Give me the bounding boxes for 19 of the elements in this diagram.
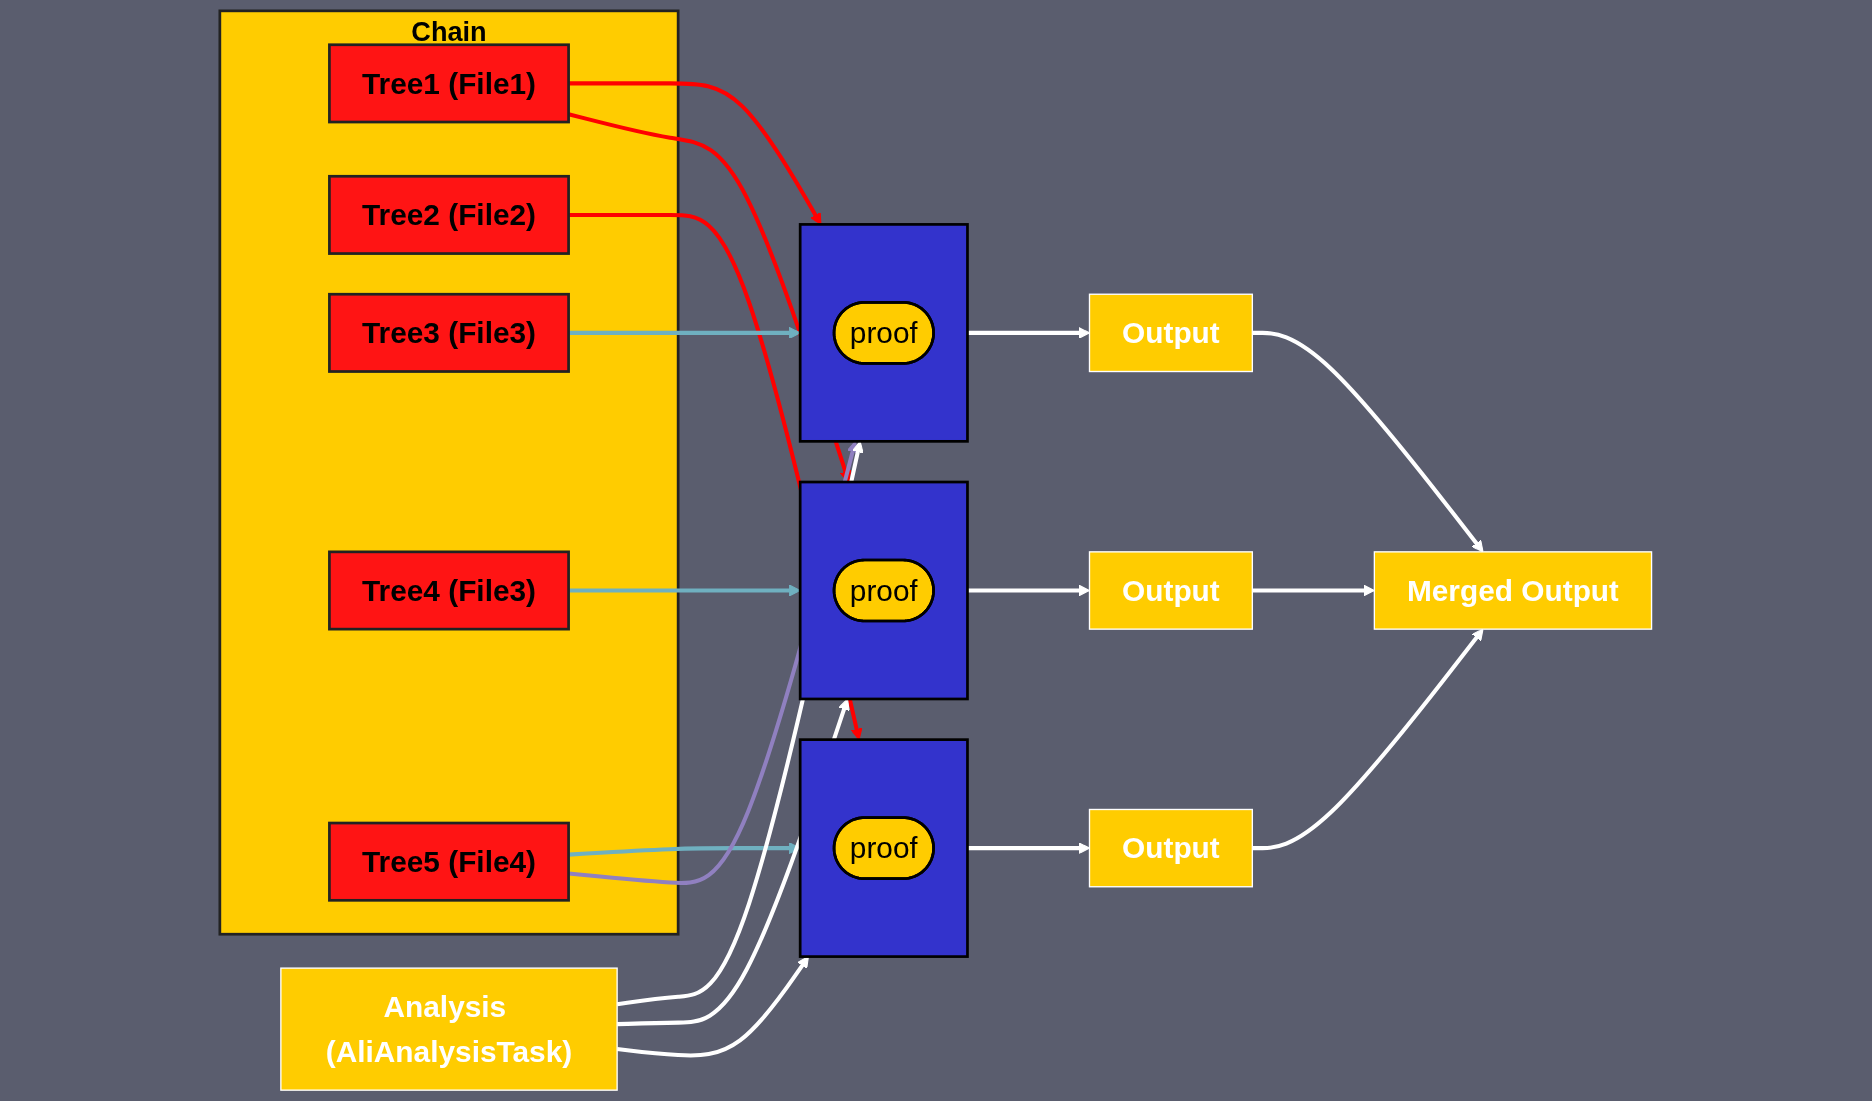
node-box: Tree5 (File4) (328, 821, 571, 902)
node-box: Tree1 (File1) (328, 43, 571, 124)
node-box: Tree2 (File2) (328, 174, 571, 255)
node-box: Tree4 (File3) (328, 550, 571, 631)
cluster (799, 480, 970, 701)
arrow (568, 326, 801, 339)
cluster (799, 738, 970, 958)
node-box: Tree3 (File3) (328, 292, 571, 373)
arrow (1252, 628, 1484, 851)
arrow (568, 584, 801, 597)
node-box: Output (1089, 293, 1254, 373)
node-box: Merged Output (1374, 551, 1653, 630)
node-box: Output (1089, 808, 1254, 888)
arrow (568, 81, 822, 225)
arrow (1252, 330, 1484, 553)
arrow (617, 956, 810, 1058)
cluster (799, 223, 970, 443)
node-box: Output (1089, 551, 1254, 630)
node-box: Analysis (AliAnalysisTask) (280, 967, 619, 1091)
